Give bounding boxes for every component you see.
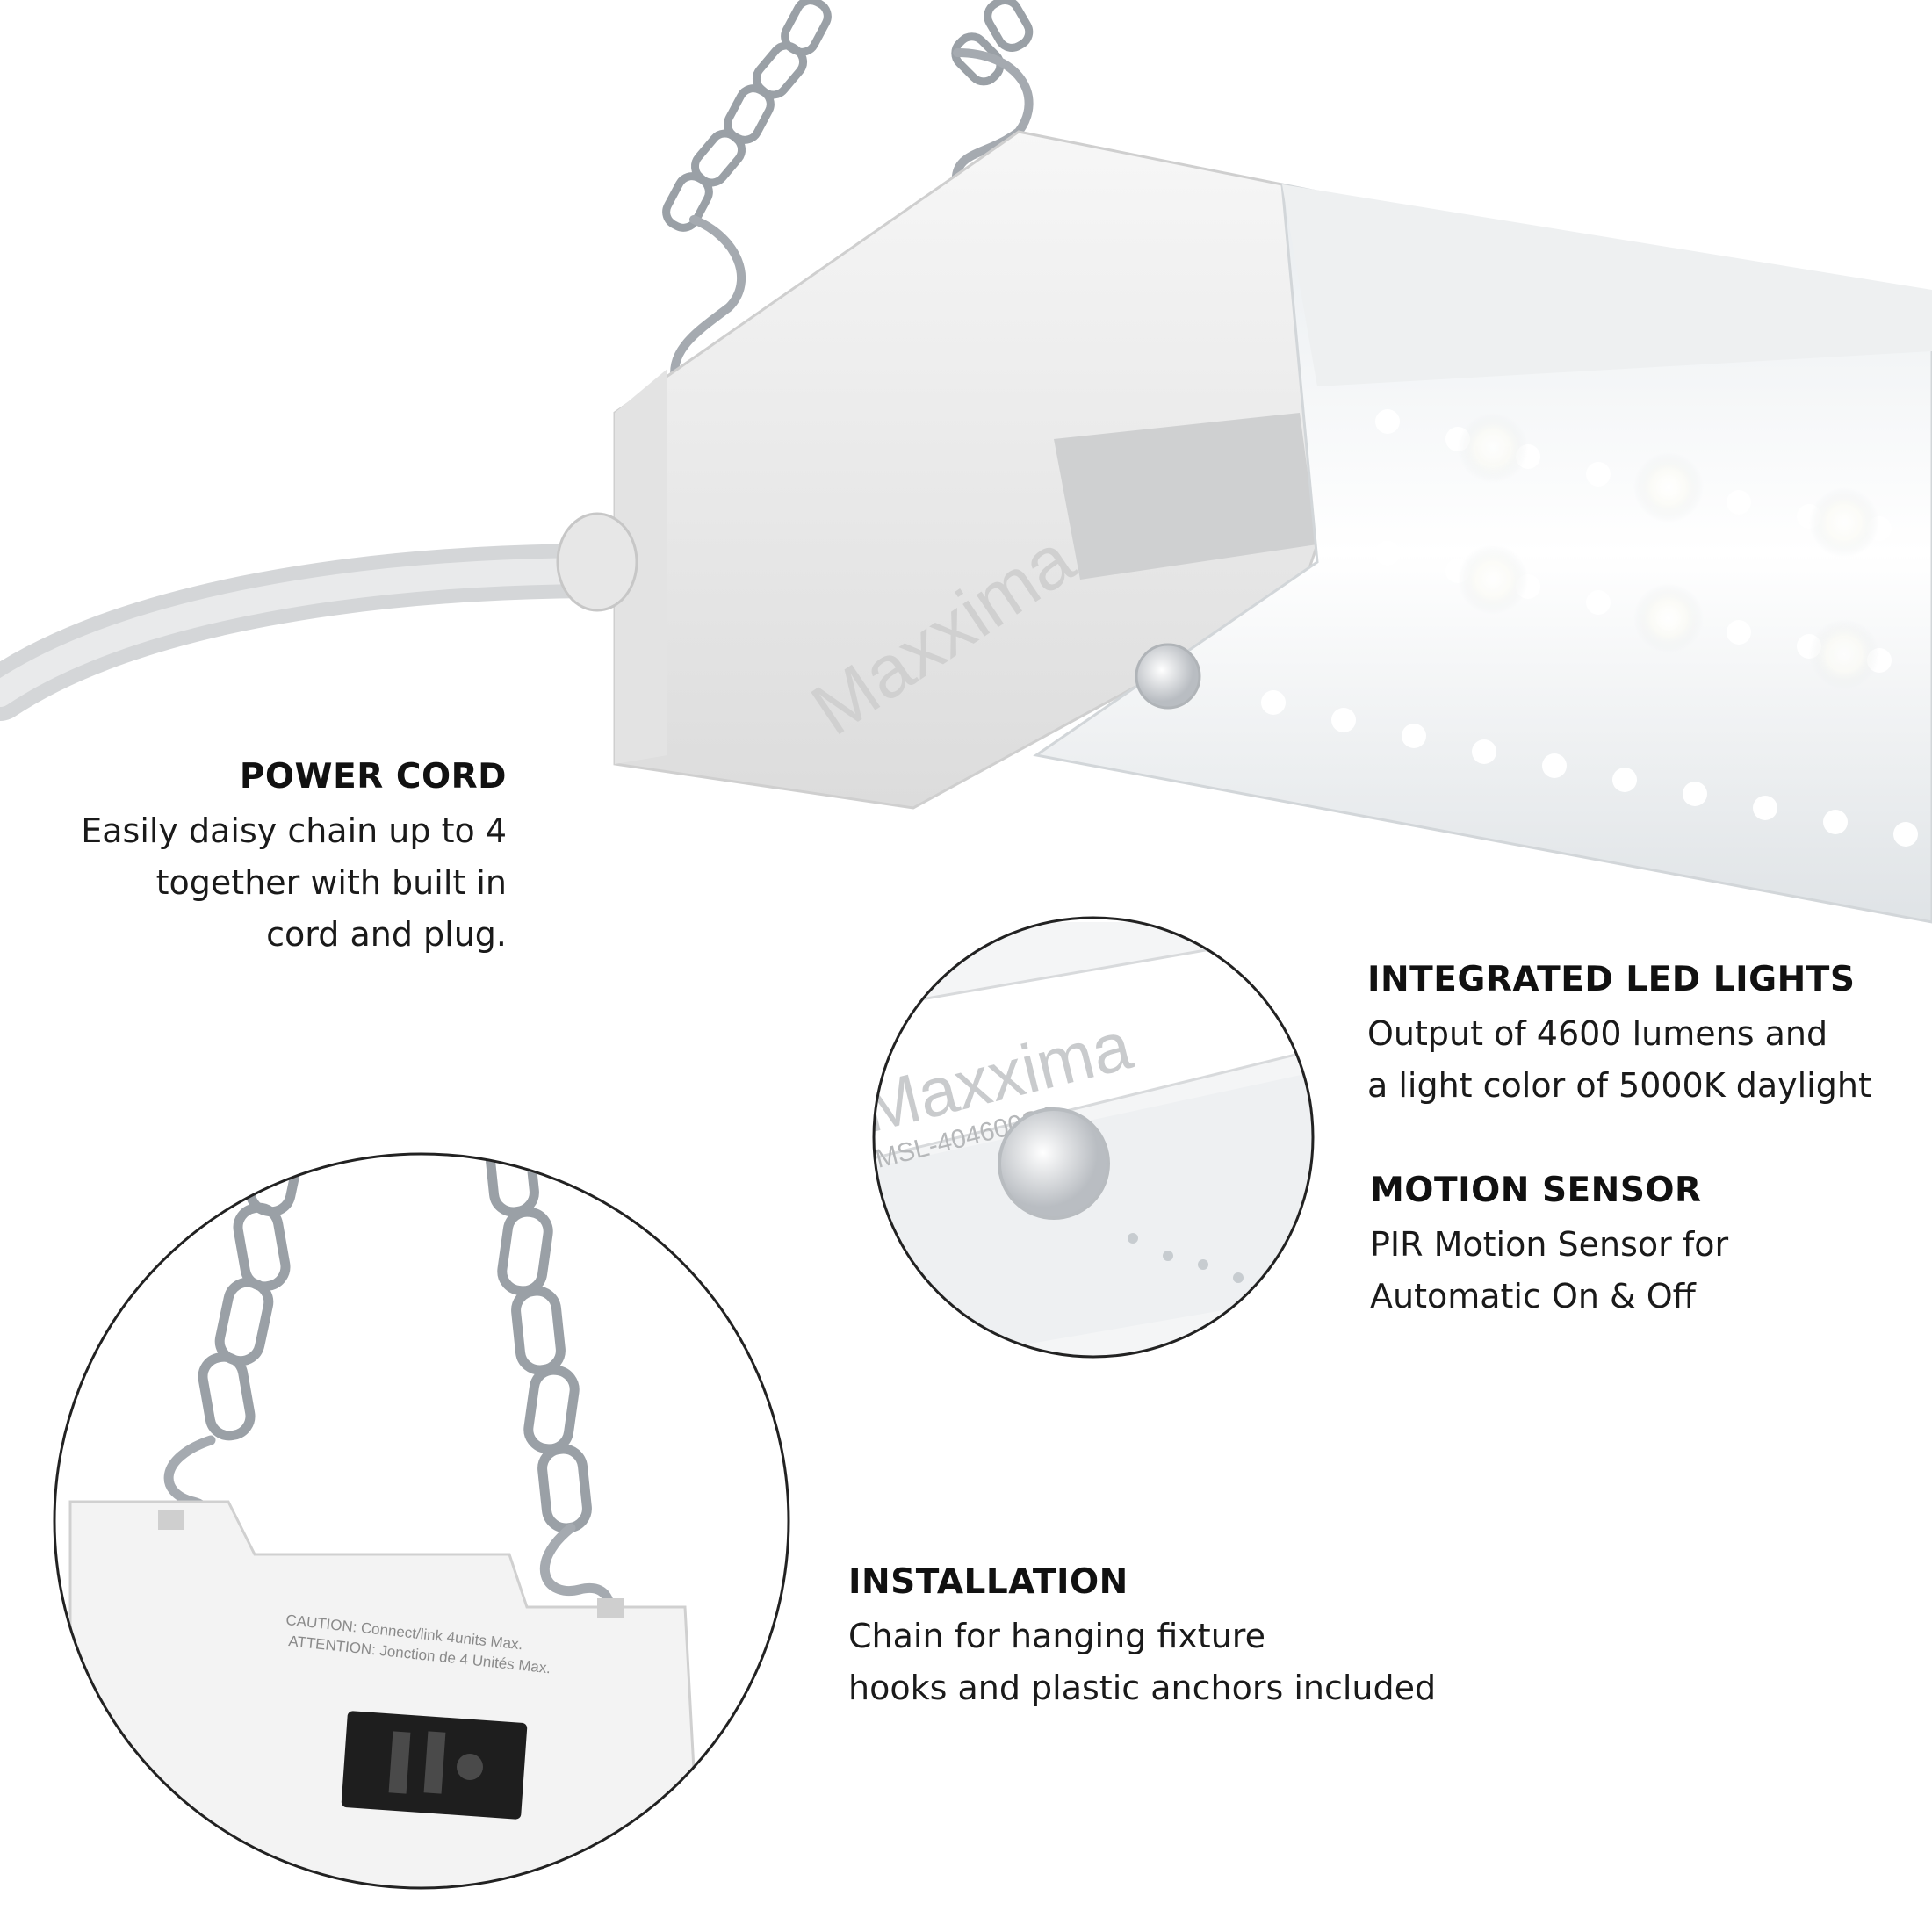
motion-sensor-icon — [1135, 643, 1201, 710]
installation-detail-inset: CAUTION: Connect/link 4units Max. ATTENT… — [53, 1152, 790, 1890]
feature-installation: INSTALLATION Chain for hanging fixture h… — [848, 1562, 1516, 1714]
feature-description: Chain for hanging fixture hooks and plas… — [848, 1617, 1437, 1707]
feature-description: PIR Motion Sensor for Automatic On & Off — [1370, 1225, 1729, 1316]
feature-description: Output of 4600 lumens and a light color … — [1367, 1014, 1871, 1105]
chain-icon — [662, 0, 1034, 232]
main-fixture: Maxxima — [0, 0, 1932, 924]
feature-title: INSTALLATION — [848, 1562, 1128, 1602]
outlet-icon — [341, 1711, 528, 1820]
feature-motion-sensor: MOTION SENSOR PIR Motion Sensor for Auto… — [1370, 1171, 1914, 1323]
feature-title: MOTION SENSOR — [1370, 1171, 1702, 1210]
feature-power-cord: POWER CORD Easily daisy chain up to 4 to… — [15, 757, 507, 961]
feature-title: POWER CORD — [239, 757, 507, 797]
feature-title: INTEGRATED LED LIGHTS — [1367, 960, 1856, 999]
feature-description: Easily daisy chain up to 4 together with… — [81, 811, 507, 954]
feature-integrated-led: INTEGRATED LED LIGHTS Output of 4600 lum… — [1367, 960, 1921, 1112]
sensor-detail-inset: Maxxima MSL-404600SC — [872, 916, 1315, 1359]
